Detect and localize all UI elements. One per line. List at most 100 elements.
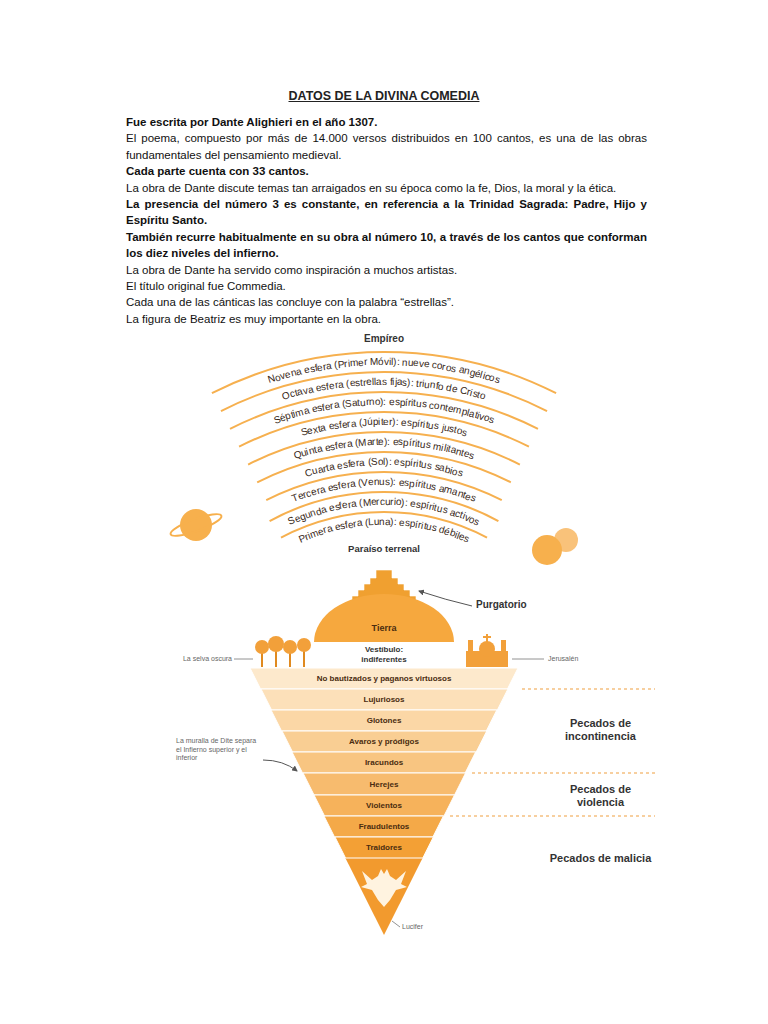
vestibule-label: Vestíbulo: indiferentes [344, 645, 424, 664]
sphere-letter: : [395, 416, 398, 428]
sphere-letter: a [350, 417, 357, 429]
sphere-letter: : [387, 436, 390, 448]
document-title: DATOS DE LA DIVINA COMEDIA [0, 89, 768, 103]
jerusalen-leader [512, 659, 544, 660]
sphere-label: Primera esfera (Luna): espíritus débiles [295, 512, 474, 549]
sin-group-label: Pecados de violencia [548, 783, 653, 809]
sphere-letter: a [333, 399, 340, 412]
sinner-label: Avaros y pródigos [349, 737, 419, 746]
sphere-letter: o [396, 496, 402, 508]
text-block: Fue escrita por Dante Alighieri en el añ… [126, 114, 647, 327]
dark-forest [255, 636, 311, 667]
sphere-letter: u [385, 496, 391, 508]
wall-note: La muralla de Dite separa el Infierno su… [176, 737, 260, 763]
fact-line: También recurre habitualmente en su obra… [126, 229, 647, 262]
sphere-letter: l [383, 456, 385, 468]
sphere-letter: l [374, 376, 377, 388]
sinner-label: No bautizados y paganos virtuosos [317, 674, 452, 683]
sphere-letter: a [319, 422, 327, 435]
sphere-letter: l [391, 356, 393, 368]
sphere-letter: n [374, 476, 380, 488]
heaven-label: Empíreo [334, 333, 434, 345]
sphere-letter: e [398, 476, 404, 488]
fact-line: El título original fue Commedia. [126, 278, 647, 294]
fact-line: La presencia del número 3 es constante, … [126, 196, 647, 229]
sphere-letter: o [378, 456, 384, 468]
sphere-letter: o [374, 396, 380, 408]
sphere-letter: J [362, 416, 368, 428]
hell-circle-band: No bautizados y paganos virtuosos [250, 668, 518, 689]
sphere-letter: s [398, 436, 404, 448]
sphere-letter: i [389, 356, 391, 368]
sphere-letter: a [397, 376, 403, 388]
sphere-letter: e [389, 396, 395, 408]
sphere-letter: n [379, 516, 385, 528]
sphere-letter: s [430, 481, 437, 494]
sphere-letter: M [370, 356, 379, 368]
purgatory-label: Purgatorio [476, 599, 546, 611]
sphere-letter: s [421, 398, 427, 411]
fact-line: La obra de Dante ha servido como inspira… [126, 262, 647, 278]
sphere-letter: s [382, 376, 387, 388]
sphere-letter: e [349, 377, 356, 389]
sphere-letter: e [358, 357, 364, 369]
sphere-letter: a [356, 517, 363, 530]
city-label: Jerusalén [548, 654, 608, 663]
sphere-letter: s [355, 377, 361, 389]
hell-circle-band: Herejes [303, 773, 466, 795]
sphere-letter: a [366, 436, 372, 448]
sphere-letter: e [394, 456, 400, 468]
earth-label: Tierra [372, 623, 397, 633]
sphere-letter: : [383, 396, 386, 408]
sinner-label: Violentos [366, 801, 402, 810]
sphere-letter: t [381, 416, 384, 428]
sphere-letter: a [350, 498, 357, 511]
sphere-letter: u [379, 476, 385, 488]
sphere-letter: ) [385, 456, 388, 468]
sphere-letter: p [373, 416, 379, 428]
sphere-letter: r [363, 356, 367, 368]
sphere-letter: : [410, 377, 414, 389]
sphere-letter: r [372, 436, 376, 448]
sphere-letter: p [399, 396, 405, 408]
sphere-letter: a [349, 478, 356, 491]
sphere-letter: : [393, 516, 396, 528]
sphere-letter: L [368, 516, 374, 528]
sin-group-label: Pecados de incontinencia [548, 717, 653, 743]
sphere-letter: ) [380, 396, 383, 408]
sphere-letter: e [401, 416, 407, 428]
sphere-letter: p [403, 437, 409, 449]
sphere-letter: ( [367, 456, 371, 468]
sphere-letter: : [389, 456, 392, 468]
hell-circle-band: Avaros y pródigos [282, 731, 487, 752]
sphere-letter: V [361, 476, 369, 488]
sphere-letter: u [373, 516, 379, 528]
hell-circle-band: Traidores [335, 837, 433, 858]
sphere-letter: ) [392, 416, 396, 428]
sphere-letter: s [385, 476, 390, 488]
sphere-letter: v [384, 356, 389, 368]
earth-dome: Tierra [314, 594, 454, 642]
sphere-letter: a [337, 378, 344, 391]
sphere-letter: c [380, 496, 385, 508]
sinner-label: Iracundos [365, 758, 403, 767]
sphere-letter: e [378, 436, 384, 448]
lucifer-leader [392, 921, 400, 927]
lucifer-figure [361, 869, 407, 907]
sphere-letter: : [404, 497, 408, 509]
selva-leader [234, 659, 253, 660]
sin-group-label: Pecados de malicia [548, 852, 653, 865]
sinner-label: Traidores [366, 843, 402, 852]
sphere-letter [367, 356, 370, 368]
sphere-letter: e [366, 376, 372, 388]
sphere-letter: u [407, 357, 413, 369]
sinner-label: Glotones [367, 716, 402, 725]
planets-right [532, 528, 578, 565]
hell-circle-band: Iracundos [292, 752, 476, 773]
sphere-letter: M [358, 436, 367, 449]
sphere-letter [390, 436, 393, 448]
sphere-letter: f [389, 376, 392, 388]
hell-circle-band: Fraudulentos [324, 816, 443, 837]
sphere-letter: m [349, 357, 358, 370]
sphere-letter: ) [390, 516, 394, 528]
